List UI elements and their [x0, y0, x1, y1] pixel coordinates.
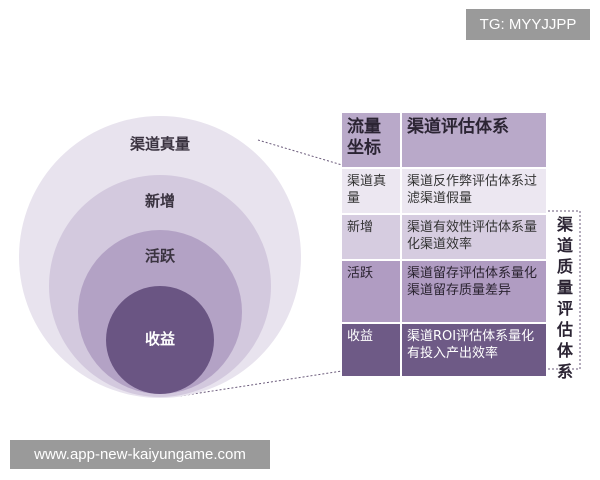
header-cell-right: 渠道评估体系 [401, 113, 548, 169]
watermark-url: www.app-new-kaiyungame.com [10, 440, 270, 469]
circle-label-third: 活跃 [144, 247, 175, 265]
table-row: 活跃 渠道留存评估体系量化渠道留存质量差异 [342, 260, 548, 324]
circle-label-second: 新增 [144, 192, 175, 210]
row-desc: 渠道反作弊评估体系过滤渠道假量 [401, 168, 548, 215]
evaluation-table: 流量坐标 渠道评估体系 渠道真量 渠道反作弊评估体系过滤渠道假量 新增 渠道有效… [342, 113, 548, 378]
circle-inner [106, 286, 214, 394]
table-row: 新增 渠道有效性评估体系量化渠道效率 [342, 214, 548, 261]
row-desc: 渠道留存评估体系量化渠道留存质量差异 [401, 260, 548, 324]
row-label: 渠道真量 [342, 168, 402, 215]
watermark-tag: TG: MYYJJPP [466, 9, 590, 40]
connector-bottom-line [179, 370, 343, 397]
row-label: 收益 [342, 323, 402, 378]
table-header-row: 流量坐标 渠道评估体系 [342, 113, 548, 169]
table-row: 收益 渠道ROI评估体系量化有投入产出效率 [342, 323, 548, 378]
row-desc: 渠道有效性评估体系量化渠道效率 [401, 214, 548, 261]
row-label: 新增 [342, 214, 402, 261]
side-title-vertical: 渠道质量评估体系 [556, 215, 573, 381]
header-cell-left: 流量坐标 [342, 113, 402, 169]
circle-label-outer: 渠道真量 [129, 135, 190, 153]
table-row: 渠道真量 渠道反作弊评估体系过滤渠道假量 [342, 168, 548, 215]
row-desc: 渠道ROI评估体系量化有投入产出效率 [401, 323, 548, 378]
connector-top-line [257, 139, 343, 166]
row-label: 活跃 [342, 260, 402, 324]
circle-label-inner: 收益 [144, 330, 175, 348]
